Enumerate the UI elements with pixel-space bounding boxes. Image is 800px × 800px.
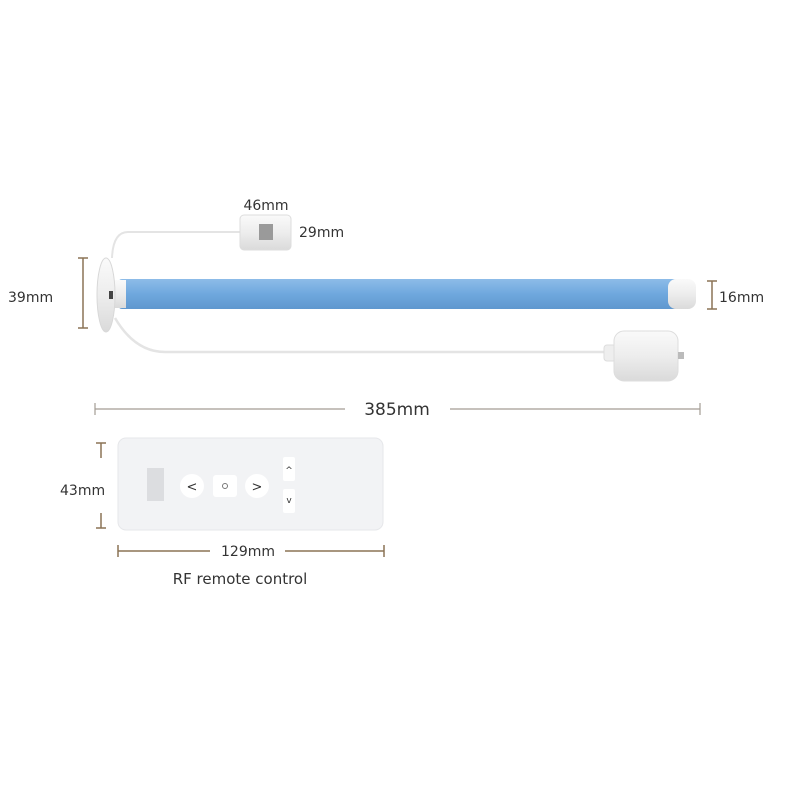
power-adapter: [603, 330, 684, 382]
power-cable: [113, 317, 612, 354]
mounting-bracket: [96, 257, 116, 333]
hub-width-label: 46mm: [243, 198, 288, 214]
remote-right-button: >: [245, 474, 269, 498]
usb-port: [109, 291, 113, 299]
motor-tube: [96, 257, 696, 333]
diameter-dimension-line: [707, 280, 717, 310]
motor-diameter-label: 16mm: [719, 290, 764, 306]
svg-text:v: v: [286, 496, 292, 506]
remote-stop-button: [213, 475, 237, 497]
rf-remote: < > ^ v: [117, 437, 384, 531]
remote-caption: RF remote control: [173, 570, 308, 588]
svg-text:^: ^: [285, 466, 293, 476]
height-dimension-line: [78, 257, 88, 329]
hub-height-label: 29mm: [299, 225, 344, 241]
motor-head: [112, 280, 126, 308]
remote-indicator: [147, 468, 164, 501]
plug-prong: [678, 352, 684, 359]
qr-code: [259, 224, 273, 240]
remote-left-button: <: [180, 474, 204, 498]
remote-down-button: v: [283, 489, 295, 513]
svg-text:>: >: [252, 480, 263, 495]
motor-height-label: 39mm: [8, 290, 53, 306]
motor-length-label: 385mm: [364, 400, 430, 420]
svg-text:<: <: [187, 480, 198, 495]
remote-width-dimension-line: [117, 545, 385, 557]
remote-up-button: ^: [283, 457, 295, 481]
hub-cable: [111, 231, 240, 259]
remote-width-label: 129mm: [221, 544, 275, 560]
tube-end-cap: [668, 279, 696, 309]
remote-height-dimension-line: [96, 442, 106, 529]
remote-height-label: 43mm: [60, 483, 105, 499]
wifi-hub: [239, 214, 292, 251]
length-dimension-line: [94, 403, 701, 415]
